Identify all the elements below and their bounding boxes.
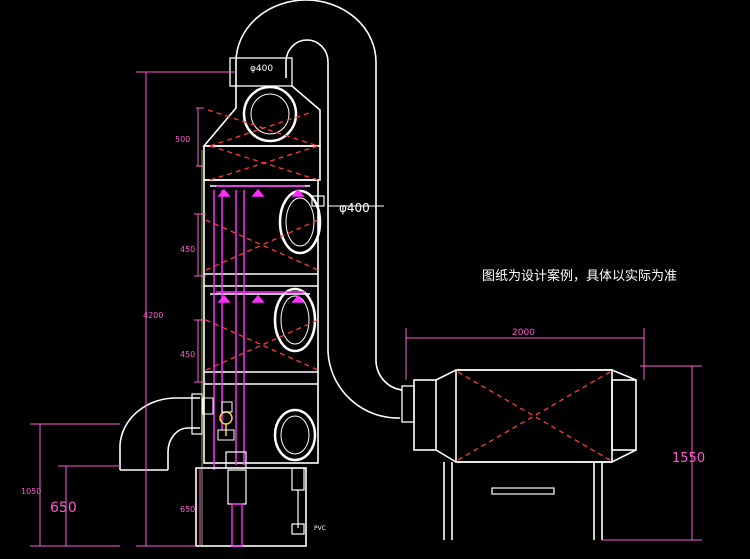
tower-body: [202, 85, 321, 464]
dim-500: 500: [175, 135, 190, 144]
inlet-duct: [119, 393, 203, 471]
porthole-top: [242, 85, 298, 143]
water-tank: [195, 451, 307, 547]
top-u-duct: [229, 0, 377, 92]
side-duct-diameter-label: φ400: [339, 201, 370, 215]
dim-450-lower: 450: [180, 350, 195, 359]
dim-1050: 1050: [21, 487, 41, 496]
nozzle-6: [291, 294, 305, 303]
nozzle-2: [251, 188, 265, 197]
porthole-middle: [273, 287, 317, 353]
dim-650-tank: 650: [180, 505, 195, 514]
dim-450-upper: 450: [180, 245, 195, 254]
top-duct-diameter-label: φ400: [250, 64, 273, 74]
dim-1550: 1550: [672, 451, 705, 466]
nozzle-4: [217, 294, 231, 303]
filter-box: [413, 369, 637, 540]
drawing-note: 图纸为设计案例，具体以实际为准: [482, 269, 677, 284]
nozzle-5: [251, 294, 265, 303]
porthole-upper: [278, 189, 322, 255]
dim-4200: 4200: [143, 311, 163, 320]
spray-system: [213, 185, 305, 470]
dim-650-inlet: 650: [50, 500, 77, 516]
pump-tag-label: PVC: [314, 525, 326, 532]
filter-cross-marks: [457, 371, 611, 461]
pressure-gauge: [202, 397, 235, 441]
dim-2000: 2000: [512, 328, 535, 338]
porthole-windows: [242, 85, 322, 462]
nozzle-3: [291, 188, 305, 197]
nozzle-1: [217, 188, 231, 197]
packing-cross-marks: [205, 109, 319, 371]
porthole-lower: [273, 408, 317, 462]
side-duct: [311, 92, 415, 423]
dimension-lines: [30, 71, 702, 547]
